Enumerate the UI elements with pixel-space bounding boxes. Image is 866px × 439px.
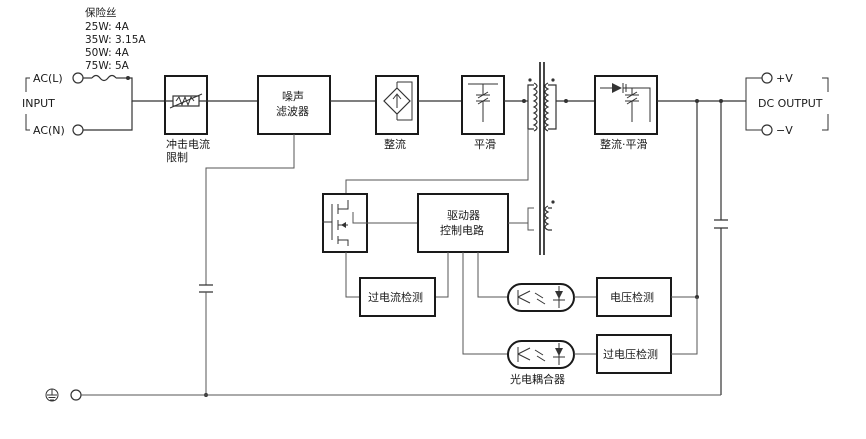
secondary-dot (551, 78, 555, 82)
minus-v-terminal (761, 124, 773, 136)
input-bracket-bottom (25, 114, 30, 131)
output-bracket-wires (745, 77, 762, 131)
mosfet-arrow (341, 222, 346, 228)
ground-terminal (70, 389, 82, 401)
driver-label-1: 驱动器 (447, 209, 480, 222)
wire-driver-to-photocoupler-1 (477, 252, 508, 298)
inrush-label-2: 限制 (166, 151, 188, 164)
overcurrent-box (359, 277, 436, 317)
overvoltage-detect-box (596, 334, 672, 374)
aux-winding-leads (548, 207, 552, 231)
pc1-led-leads (553, 286, 565, 308)
transformer-primary-coil (532, 82, 538, 132)
inrush-label-1: 冲击电流 (166, 137, 210, 151)
noise-filter-box (257, 75, 331, 135)
primary-dot (528, 78, 532, 82)
transformer-secondary-coil (544, 82, 550, 132)
wire-switch-to-driver (352, 212, 418, 224)
fuse-rating-35w: 35W: 3.15A (85, 34, 146, 46)
pc1-transistor (517, 290, 531, 305)
input-label: INPUT (22, 97, 55, 110)
aux-dot (551, 200, 555, 204)
wire-primary-to-switch (345, 129, 529, 194)
ac-l-label: AC(L) (33, 72, 63, 85)
wire-switch-to-overcurrent (345, 252, 360, 298)
bridge-leads (396, 81, 413, 121)
thermistor-slash (169, 93, 203, 109)
thermistor-zigzag (175, 95, 195, 107)
fuse-title: 保险丝 (85, 6, 117, 19)
output-y-capacitor (714, 219, 728, 229)
earth-symbol (47, 389, 57, 401)
voltage-detect-label: 电压检测 (610, 290, 654, 304)
pc2-light-arrows (534, 349, 546, 362)
wire-line-l (128, 77, 165, 102)
fuse-symbol (91, 74, 117, 82)
smoothing-label: 平滑 (474, 138, 496, 151)
output-bracket (822, 77, 829, 131)
dc-output-label: DC OUTPUT (758, 97, 823, 110)
input-bracket-top (25, 77, 30, 92)
wire-driver-to-aux (508, 207, 534, 231)
noise-filter-label-2: 滤波器 (276, 105, 309, 118)
minus-v-label: −V (776, 124, 793, 137)
noise-filter-label-1: 噪声 (282, 89, 304, 103)
smoothing-lines (468, 83, 498, 95)
overvoltage-detect-label: 过电压检测 (603, 347, 658, 361)
fuse-rating-75w: 75W: 5A (85, 60, 130, 72)
transformer-core (539, 62, 545, 255)
plus-v-terminal (761, 72, 773, 84)
driver-label-2: 控制电路 (440, 223, 484, 237)
bridge-arrow (392, 93, 402, 108)
wire-line-n (83, 101, 133, 131)
wire-driver-to-overcurrent (435, 252, 449, 298)
rectifier-label: 整流 (384, 137, 406, 151)
transformer-primary-leads (524, 84, 534, 130)
wire-overvoltage-to-output (671, 297, 698, 355)
ground-capacitor (199, 284, 213, 293)
aux-winding (544, 205, 550, 231)
plus-v-label: +V (776, 72, 793, 85)
pc1-light-arrows (534, 292, 546, 305)
wire-driver-to-photocoupler-2 (462, 252, 508, 355)
pc2-transistor (517, 347, 531, 362)
pc2-led-leads (553, 343, 565, 365)
filter-ground-line (205, 134, 295, 285)
ac-l-terminal (72, 72, 84, 84)
rect-smooth-leads (600, 87, 651, 122)
voltage-detect-box (596, 277, 672, 317)
fuse-rating-25w: 25W: 4A (85, 21, 130, 33)
ac-n-terminal (72, 124, 84, 136)
transformer-secondary-leads (548, 84, 557, 130)
rect-smooth-label: 整流·平滑 (600, 137, 648, 151)
diode-symbol (612, 83, 622, 93)
rect-cap-lead (623, 87, 633, 95)
photocoupler-label: 光电耦合器 (510, 372, 565, 386)
fuse-rating-50w: 50W: 4A (85, 47, 130, 59)
ac-n-label: AC(N) (33, 124, 65, 137)
driver-box (417, 193, 509, 253)
overcurrent-label: 过电流检测 (368, 290, 423, 304)
